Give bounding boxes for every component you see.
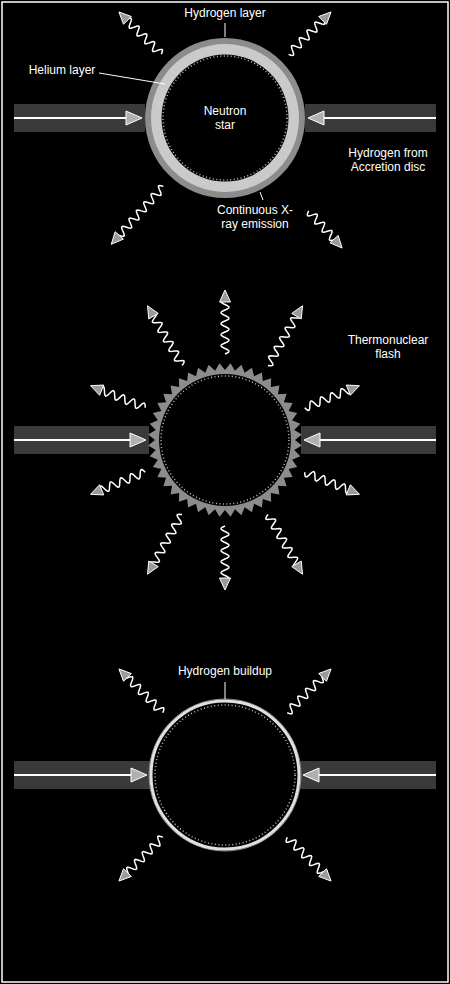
hydrogen-layer <box>145 38 305 198</box>
x-ray-arrow <box>305 472 360 495</box>
x-ray-wave <box>115 185 163 237</box>
accretion-stream <box>14 104 436 132</box>
x-ray-arrow <box>220 526 231 590</box>
x-ray-arrow <box>119 12 163 54</box>
leader-line <box>99 73 165 84</box>
inflow-arrow-line <box>14 117 130 119</box>
x-ray-arrow <box>111 185 163 244</box>
leader-line <box>225 23 226 37</box>
x-ray-wave <box>221 299 229 354</box>
x-ray-arrow-head <box>148 306 159 319</box>
part-label: Hydrogen layer <box>165 6 285 20</box>
x-ray-wave <box>268 314 300 366</box>
x-ray-arrow-head <box>91 485 104 495</box>
accretion-band <box>14 761 150 789</box>
inflow-arrow-head <box>131 768 147 782</box>
neutron-star: Neutron star <box>161 54 289 182</box>
star-surface <box>161 376 289 504</box>
x-ray-arrow <box>305 385 360 410</box>
leader-line <box>225 682 226 699</box>
x-ray-arrow-head <box>119 669 131 681</box>
x-ray-arrow-head <box>91 385 104 395</box>
x-ray-arrow-head <box>346 485 359 495</box>
x-ray-arrow-head <box>220 578 231 590</box>
x-ray-arrow-head <box>319 12 331 24</box>
inflow-arrow-line <box>14 774 135 776</box>
x-ray-arrow-head <box>119 12 131 24</box>
flash-layer <box>148 363 302 517</box>
x-ray-wave <box>287 673 324 714</box>
x-ray-arrow-head <box>346 385 359 395</box>
x-ray-wave <box>266 514 298 567</box>
x-ray-wave <box>125 18 162 54</box>
neutron-star-disc <box>162 55 289 182</box>
x-ray-arrow-head <box>330 235 342 248</box>
x-ray-arrow <box>148 306 185 366</box>
x-ray-arrow-head <box>292 306 303 319</box>
x-ray-arrow <box>286 837 331 881</box>
accretion-band <box>14 426 149 454</box>
x-ray-arrow <box>289 12 331 56</box>
inflow-arrow-line <box>14 439 134 441</box>
part-label: Hydrogen buildup <box>165 664 285 678</box>
x-ray-arrow <box>268 306 303 366</box>
accretion-band <box>301 426 436 454</box>
inflow-arrow-head <box>303 768 319 782</box>
star-surface <box>163 56 287 180</box>
accretion-band <box>300 761 436 789</box>
x-ray-arrow <box>287 669 331 714</box>
neutron-star-disc <box>159 374 291 506</box>
part-label: Thermonuclear flash <box>343 333 433 361</box>
inflow-arrow-head <box>308 111 324 125</box>
x-ray-wave <box>125 836 162 877</box>
x-ray-wave <box>152 313 184 366</box>
x-ray-arrow <box>266 514 303 574</box>
x-ray-arrow-head <box>319 669 331 681</box>
x-ray-wave <box>123 675 164 712</box>
x-ray-wave <box>305 389 351 411</box>
part-label: Helium layer <box>17 63 107 77</box>
x-ray-wave <box>150 514 182 566</box>
x-ray-wave <box>99 470 145 492</box>
x-ray-arrow <box>119 669 164 713</box>
inflow-arrow-head <box>130 433 146 447</box>
leader-line <box>260 192 263 200</box>
inflow-arrow-line <box>315 774 436 776</box>
x-ray-arrow <box>91 385 146 408</box>
x-ray-arrow <box>220 290 231 354</box>
accretion-band <box>305 104 436 132</box>
x-ray-wave <box>99 387 145 409</box>
accretion-band <box>14 104 145 132</box>
inflow-arrow-head <box>126 111 142 125</box>
x-ray-wave <box>221 526 229 581</box>
inflow-arrow-line <box>320 117 436 119</box>
part-label: Hydrogen from Accretion disc <box>341 146 435 174</box>
x-ray-arrow <box>307 211 342 248</box>
x-ray-arrow-head <box>119 869 131 881</box>
inflow-arrow-head <box>304 433 320 447</box>
helium-layer <box>151 44 299 192</box>
x-ray-wave <box>307 211 337 241</box>
hydrogen-buildup-layer <box>151 701 299 849</box>
x-ray-arrow-head <box>319 869 331 881</box>
x-ray-arrow-head <box>292 561 303 574</box>
x-ray-wave <box>289 18 325 55</box>
x-ray-arrow-head <box>148 561 159 574</box>
x-ray-arrow <box>148 514 183 574</box>
x-ray-arrow-head <box>220 290 231 302</box>
part-label: Continuous X-ray emission <box>211 203 299 231</box>
hydrogen-buildup-outline <box>149 699 301 851</box>
x-ray-arrow-head <box>111 232 123 245</box>
x-ray-arrow <box>119 836 163 881</box>
star-surface <box>155 705 295 845</box>
x-ray-arrow <box>91 470 146 495</box>
x-ray-wave <box>305 472 351 494</box>
x-ray-wave <box>286 837 327 874</box>
node-text: Neutron star <box>197 104 253 132</box>
inflow-arrow-line <box>316 439 436 441</box>
